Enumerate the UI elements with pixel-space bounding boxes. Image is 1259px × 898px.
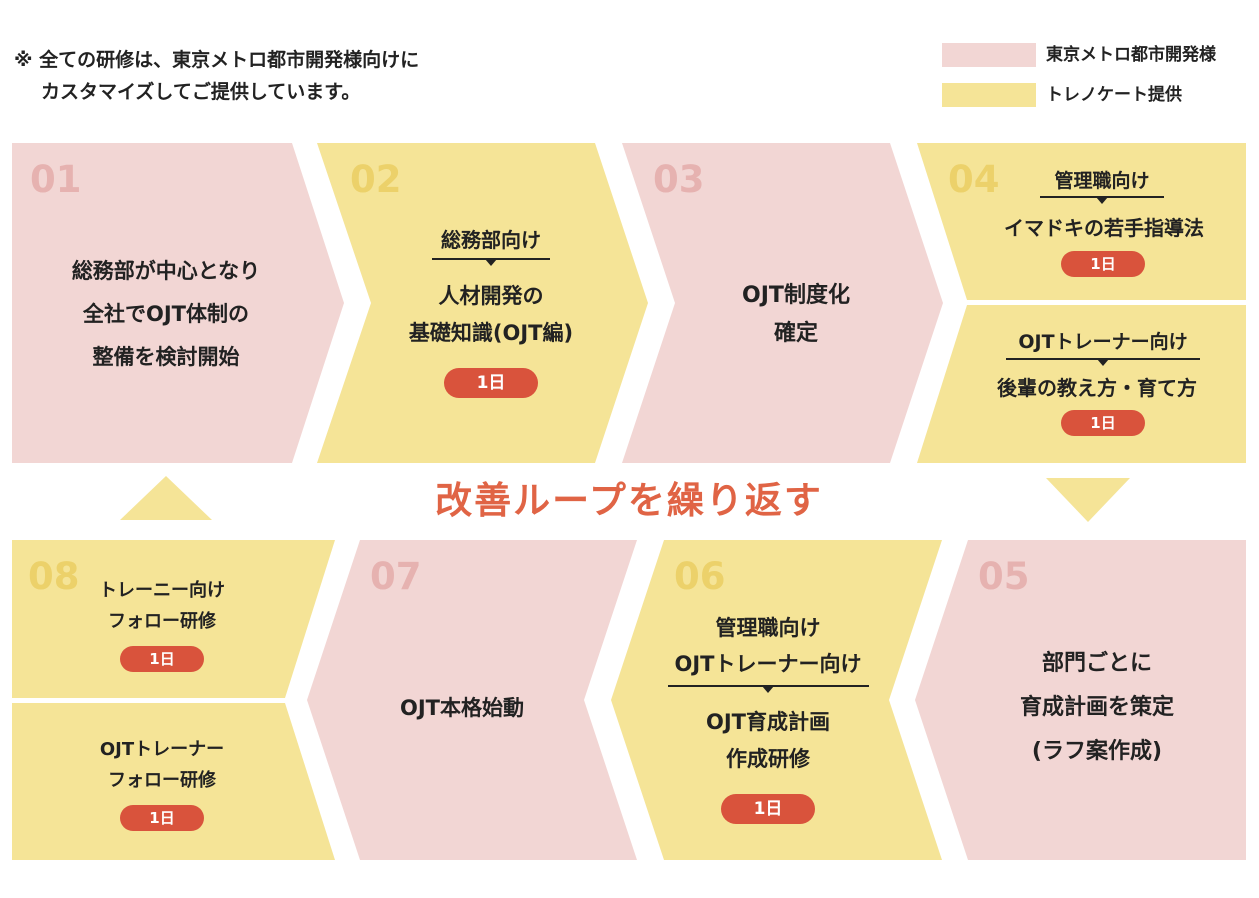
step-04a-duration-badge: 1日 bbox=[1061, 251, 1145, 277]
step-number-01: 01 bbox=[30, 158, 82, 201]
step-number-02: 02 bbox=[350, 158, 402, 201]
step-08a-line-1: トレーニー向け bbox=[99, 580, 225, 601]
step-04a-shape bbox=[917, 143, 1246, 300]
step-07-text: OJT本格始動 bbox=[400, 696, 524, 720]
step-05-line-3: (ラフ案作成) bbox=[1031, 739, 1163, 764]
step-06-targets: 管理職向け OJTトレーナー向け bbox=[675, 610, 862, 682]
step-number-03: 03 bbox=[653, 158, 705, 201]
step-04a-target: 管理職向け bbox=[1054, 170, 1150, 192]
underline-caret-icon bbox=[1097, 359, 1109, 366]
step-08a-duration-badge: 1日 bbox=[120, 646, 204, 672]
step-08a-text: トレーニー向け フォロー研修 bbox=[99, 575, 225, 637]
step-06-line-1: OJT育成計画 bbox=[706, 710, 830, 734]
step-08b-duration-badge: 1日 bbox=[120, 805, 204, 831]
step-03-shape bbox=[622, 143, 943, 463]
legend-swatch-pink bbox=[942, 43, 1036, 67]
underline-caret-icon bbox=[1096, 197, 1108, 204]
step-01-line-2: 全社でOJT体制の bbox=[83, 302, 249, 326]
step-06-text: OJT育成計画 作成研修 bbox=[706, 704, 830, 778]
step-05-line-2: 育成計画を策定 bbox=[1019, 695, 1175, 720]
step-05-shape bbox=[915, 540, 1246, 860]
step-04b-shape bbox=[917, 305, 1246, 463]
step-06-line-2: 作成研修 bbox=[726, 747, 810, 771]
step-08a-shape bbox=[12, 540, 335, 698]
note-line-2: カスタマイズしてご提供しています。 bbox=[41, 81, 361, 103]
step-04b-target-underline bbox=[1006, 358, 1200, 360]
step-01-line-3: 整備を検討開始 bbox=[92, 345, 240, 369]
step-06-duration-badge: 1日 bbox=[721, 794, 815, 824]
step-04a-title: イマドキの若手指導法 bbox=[1004, 216, 1204, 240]
arrow-up-icon bbox=[120, 476, 212, 520]
step-08b-line-1: OJTトレーナー bbox=[99, 739, 225, 760]
arrow-down-icon bbox=[1046, 478, 1130, 522]
step-02-text: 人材開発の 基礎知識(OJT編) bbox=[409, 278, 573, 352]
step-02-target-underline bbox=[432, 258, 550, 260]
step-04b-duration-badge: 1日 bbox=[1061, 410, 1145, 436]
step-04b-target: OJTトレーナー向け bbox=[1018, 331, 1188, 353]
step-02-line-1: 人材開発の bbox=[438, 284, 544, 308]
step-02-shape bbox=[317, 143, 648, 463]
step-08b-shape bbox=[12, 703, 335, 860]
step-08b-line-2: フォロー研修 bbox=[108, 770, 216, 791]
note-line-1: 全ての研修は、東京メトロ都市開発様向けに bbox=[39, 49, 420, 71]
step-06-shape bbox=[611, 540, 942, 860]
step-08b-text: OJTトレーナー フォロー研修 bbox=[100, 734, 224, 796]
step-04b-title: 後輩の教え方・育て方 bbox=[997, 376, 1197, 400]
step-05-line-1: 部門ごとに bbox=[1041, 651, 1153, 676]
step-number-05: 05 bbox=[978, 555, 1030, 598]
step-07-shape bbox=[307, 540, 637, 860]
step-03-text: OJT制度化 確定 bbox=[742, 277, 850, 353]
step-08a-line-2: フォロー研修 bbox=[108, 611, 216, 632]
legend-label-client: 東京メトロ都市開発様 bbox=[1046, 45, 1216, 65]
step-05-text: 部門ごとに 育成計画を策定 (ラフ案作成) bbox=[1020, 642, 1174, 774]
step-06-target-2: OJTトレーナー向け bbox=[674, 652, 862, 676]
step-03-line-1: OJT制度化 bbox=[742, 283, 850, 308]
step-number-07: 07 bbox=[370, 555, 422, 598]
step-06-target-underline bbox=[668, 685, 869, 687]
step-01-text: 総務部が中心となり 全社でOJT体制の 整備を検討開始 bbox=[72, 250, 260, 379]
improvement-loop-label: 改善ループを繰り返す bbox=[435, 479, 823, 522]
customization-note: ※ 全ての研修は、東京メトロ都市開発様向けに カスタマイズしてご提供しています。 bbox=[14, 44, 419, 108]
step-number-06: 06 bbox=[674, 555, 726, 598]
step-01-shape bbox=[12, 143, 344, 463]
step-number-08: 08 bbox=[28, 555, 80, 598]
underline-caret-icon bbox=[485, 259, 497, 266]
step-number-04: 04 bbox=[948, 158, 1000, 201]
underline-caret-icon bbox=[762, 686, 774, 693]
legend-swatch-yellow bbox=[942, 83, 1036, 107]
step-04a-target-underline bbox=[1040, 196, 1164, 198]
note-mark: ※ bbox=[14, 49, 33, 71]
legend-label-provider: トレノケート提供 bbox=[1046, 85, 1182, 105]
step-02-duration-badge: 1日 bbox=[444, 368, 538, 398]
step-02-target: 総務部向け bbox=[441, 228, 541, 252]
step-03-line-2: 確定 bbox=[773, 321, 818, 346]
step-06-target-1: 管理職向け bbox=[715, 616, 821, 640]
step-01-line-1: 総務部が中心となり bbox=[71, 259, 261, 283]
step-02-line-2: 基礎知識(OJT編) bbox=[408, 321, 574, 345]
